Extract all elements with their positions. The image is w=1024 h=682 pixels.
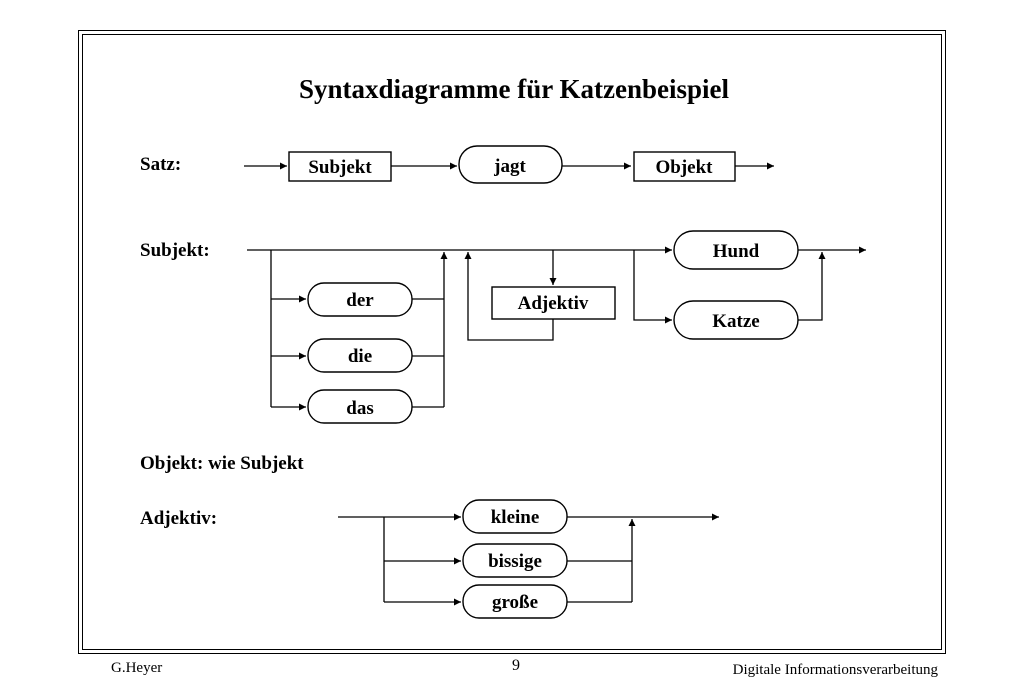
svg-text:kleine: kleine <box>491 507 540 528</box>
svg-text:Hund: Hund <box>713 241 760 262</box>
rule-label-adjektiv: Adjektiv: <box>140 508 217 529</box>
adjektiv-node-kleine: kleine <box>462 499 568 534</box>
adjektiv-node-bissige: bissige <box>462 543 568 578</box>
satz-node-jagt: jagt <box>458 145 563 184</box>
svg-text:das: das <box>346 398 373 419</box>
rule-label-satz: Satz: <box>140 154 181 175</box>
svg-text:bissige: bissige <box>488 551 542 572</box>
page-title: Syntaxdiagramme für Katzenbeispiel <box>299 74 729 104</box>
subjekt-node-der: der <box>307 282 413 317</box>
subjekt-node-katze: Katze <box>673 300 799 340</box>
svg-text:Subjekt: Subjekt <box>308 157 372 178</box>
subjekt-noun-split <box>633 250 672 324</box>
svg-text:jagt: jagt <box>493 156 526 177</box>
satz-node-subjekt: Subjekt <box>288 151 392 182</box>
svg-text:der: der <box>346 290 374 311</box>
rule-label-objekt: Objekt: wie Subjekt <box>140 453 304 474</box>
slide-frame-inner <box>82 34 942 650</box>
footer-page-number: 9 <box>512 657 520 674</box>
subjekt-adjective-loop <box>464 252 554 341</box>
slide-frame-outer <box>78 30 946 654</box>
subjekt-noun-join <box>798 252 826 321</box>
subjekt-node-adjektiv: Adjektiv <box>491 286 616 320</box>
subjekt-node-hund: Hund <box>673 230 799 270</box>
svg-text:die: die <box>348 346 372 367</box>
svg-text:Katze: Katze <box>712 311 759 332</box>
footer-author: G.Heyer <box>111 660 162 676</box>
adjektiv-node-grosse: große <box>462 584 568 619</box>
footer-course: Digitale Informationsverarbeitung <box>733 662 939 678</box>
subjekt-node-die: die <box>307 338 413 373</box>
rule-label-subjekt: Subjekt: <box>140 240 210 261</box>
subjekt-node-das: das <box>307 389 413 424</box>
svg-text:große: große <box>492 592 538 613</box>
satz-node-objekt: Objekt <box>633 151 736 182</box>
svg-text:Adjektiv: Adjektiv <box>518 293 589 314</box>
svg-text:Objekt: Objekt <box>656 157 714 178</box>
